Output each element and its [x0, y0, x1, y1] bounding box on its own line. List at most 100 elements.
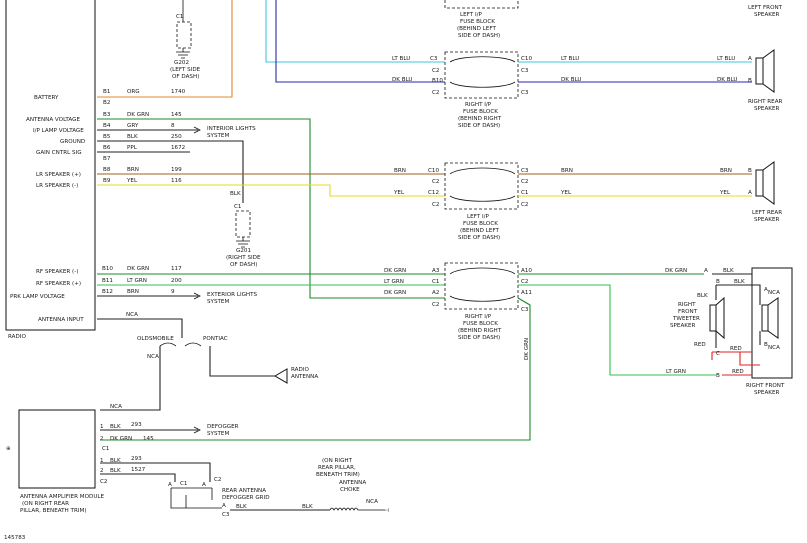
svg-text:PILLAR, BENEATH TRIM): PILLAR, BENEATH TRIM) [20, 508, 87, 514]
wire-color-yel-116: YEL [126, 178, 138, 184]
svg-text:A2: A2 [432, 290, 439, 296]
svg-text:C3: C3 [222, 512, 230, 518]
svg-text:DK BLU: DK BLU [561, 77, 582, 83]
fuseblock-left-middle: C10 C2 C12 C2 C3 C2 C1 C2 LEFT I/P FUSE … [428, 162, 529, 241]
svg-text:DK GRN: DK GRN [384, 290, 406, 296]
speaker-right-rear: A B RIGHT REAR SPEAKER [748, 49, 783, 112]
wire-lr-minus-yel [97, 184, 445, 197]
svg-text:1: 1 [100, 424, 104, 430]
svg-text:RIGHT: RIGHT [678, 302, 696, 308]
g202-label: G202 [174, 60, 189, 66]
wire-circuit-116: 116 [171, 178, 182, 184]
svg-text:LT BLU: LT BLU [392, 56, 410, 62]
pin-b5: B5 [103, 134, 111, 140]
svg-text:RADIO: RADIO [291, 367, 309, 373]
svg-text:BRN: BRN [394, 168, 406, 174]
pin-b11: B11 [102, 278, 113, 284]
pin-label-rf-speaker-minus: RF SPEAKER (-) [36, 269, 78, 275]
wire-color-blk-250: BLK [127, 134, 138, 140]
svg-text:C3: C3 [430, 56, 438, 62]
svg-text:C12: C12 [428, 190, 439, 196]
svg-text:OF DASH): OF DASH) [230, 262, 257, 268]
svg-text:C2: C2 [521, 202, 528, 208]
svg-text:(BEHIND LEFT: (BEHIND LEFT [457, 26, 496, 32]
svg-text:293: 293 [131, 456, 142, 462]
pin-b2: B2 [103, 100, 110, 106]
pin-b12: B12 [102, 289, 113, 295]
svg-text:ANTENNA: ANTENNA [339, 480, 366, 486]
fuseblock-right-upper: C3 C2 B10 C2 C10 C3 C3 RIGHT I/P FUSE BL… [430, 51, 532, 129]
svg-text:LT GRN: LT GRN [666, 369, 686, 375]
pin-b7: B7 [103, 156, 111, 162]
svg-text:C2: C2 [521, 279, 528, 285]
svg-text:YEL: YEL [560, 190, 572, 196]
svg-text:LEFT I/P: LEFT I/P [460, 12, 482, 18]
svg-text:FRONT: FRONT [678, 309, 698, 315]
svg-text:NCA: NCA [366, 499, 378, 505]
wire-circuit-250: 250 [171, 134, 182, 140]
svg-text:(ON RIGHT REAR: (ON RIGHT REAR [22, 501, 69, 507]
interior-lights-label-1: INTERIOR LIGHTS [207, 126, 256, 132]
svg-text:B: B [748, 78, 752, 84]
svg-text:A10: A10 [521, 268, 532, 274]
radio-label: RADIO [8, 334, 26, 340]
svg-text:LEFT FRONT: LEFT FRONT [748, 5, 783, 11]
svg-text:RIGHT I/P: RIGHT I/P [465, 102, 492, 108]
pin-b3: B3 [103, 112, 111, 118]
svg-text:NCA: NCA [147, 354, 159, 360]
interior-lights-label-2: SYSTEM [207, 133, 229, 139]
svg-text:BRN: BRN [720, 168, 732, 174]
svg-text:NCA: NCA [768, 290, 780, 296]
wire-lt-blu-radio [265, 0, 445, 63]
fuse-left-wire-labels: LT BLU DK BLU BRN YEL DK GRN LT GRN DK G… [384, 56, 413, 296]
svg-text:LEFT I/P: LEFT I/P [467, 214, 489, 220]
svg-text:C2: C2 [432, 90, 439, 96]
wire-color-brn-9: BRN [127, 289, 139, 295]
pin-label-ground: GROUND [60, 139, 85, 145]
svg-text:REAR ANTENNA: REAR ANTENNA [222, 488, 266, 494]
svg-text:LT GRN: LT GRN [384, 279, 404, 285]
wire-color-dkgrn-117: DK GRN [127, 266, 149, 272]
svg-text:A: A [748, 56, 752, 62]
svg-text:A: A [764, 287, 768, 293]
radio-wires [97, 0, 445, 300]
svg-text:A3: A3 [432, 268, 440, 274]
svg-text:C3: C3 [521, 168, 529, 174]
svg-text:SPEAKER: SPEAKER [670, 323, 695, 329]
wire-ground-blk [97, 140, 244, 203]
svg-text:C2: C2 [521, 179, 528, 185]
svg-text:BRN: BRN [561, 168, 573, 174]
svg-text:2: 2 [100, 436, 104, 442]
svg-text:145: 145 [143, 436, 154, 442]
svg-text:SYSTEM: SYSTEM [207, 431, 229, 437]
pin-b9: B9 [103, 178, 111, 184]
svg-text:SPEAKER: SPEAKER [754, 390, 779, 396]
svg-text:⊕: ⊕ [6, 446, 11, 452]
svg-text:C2: C2 [214, 477, 221, 483]
pin-label-lr-speaker-plus: LR SPEAKER (+) [36, 172, 81, 178]
fuseblock-top-left: LEFT I/P FUSE BLOCK (BEHIND LEFT SIDE OF… [444, 0, 519, 39]
pin-label-ip-lamp-voltage: I/P LAMP VOLTAGE [33, 128, 84, 134]
pin-label-antenna-voltage: ANTENNA VOLTAGE [26, 117, 80, 123]
ground-g201: BLK C1 G201 (RIGHT SIDE OF DASH) [226, 191, 261, 268]
svg-text:RED: RED [694, 342, 706, 348]
svg-text:NCA: NCA [768, 345, 780, 351]
svg-text:RIGHT I/P: RIGHT I/P [465, 314, 492, 320]
radio-wire-labels: ORG 1740 DK GRN 145 GRY 8 BLK 250 PPL 16… [126, 89, 186, 295]
svg-text:A: A [202, 482, 206, 488]
pin-label-antenna-input: ANTENNA INPUT [38, 317, 84, 323]
svg-text:C10: C10 [428, 168, 439, 174]
svg-text:NCA: NCA [126, 312, 138, 318]
svg-text:RIGHT FRONT: RIGHT FRONT [746, 383, 785, 389]
right-wire-labels: LT BLU DK BLU BRN YEL LT BLU DK BLU BRN … [524, 56, 738, 375]
svg-text:A: A [748, 190, 752, 196]
pin-label-lr-speaker-minus: LR SPEAKER (-) [36, 183, 78, 189]
svg-text:SIDE OF DASH): SIDE OF DASH) [458, 123, 500, 129]
svg-text:A: A [168, 482, 172, 488]
svg-text:B: B [764, 342, 768, 348]
svg-text:FUSE BLOCK: FUSE BLOCK [463, 221, 498, 227]
wire-circuit-200: 200 [171, 278, 182, 284]
svg-text:A11: A11 [521, 290, 532, 296]
svg-text:BLK: BLK [236, 504, 247, 510]
svg-text:C1: C1 [180, 481, 188, 487]
